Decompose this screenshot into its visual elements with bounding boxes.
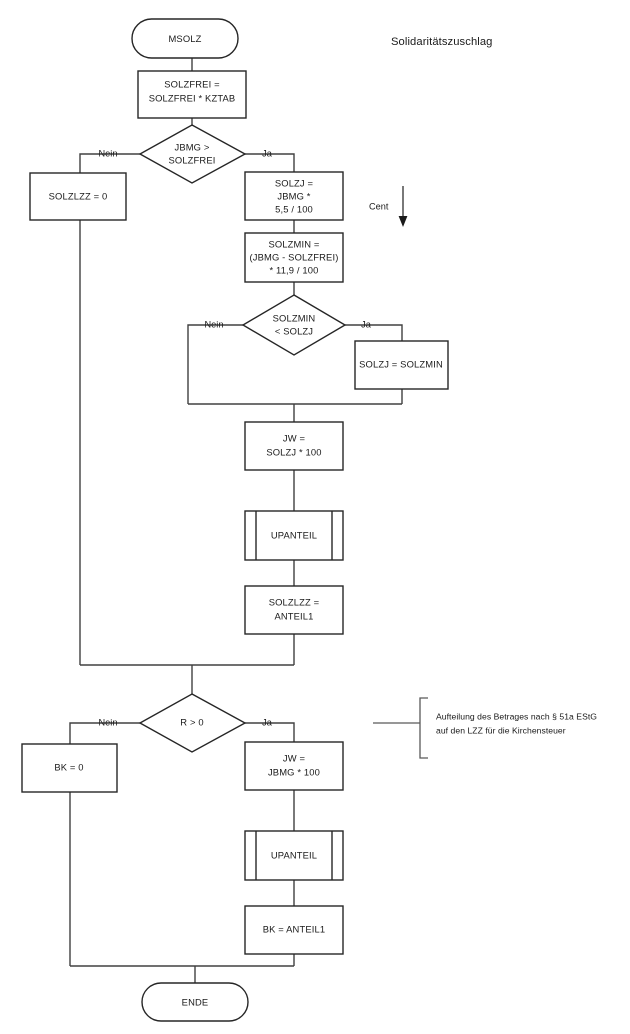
cent-arrow-head-icon xyxy=(398,216,408,227)
solzfrei-box-shape xyxy=(137,70,247,119)
edge-r-no xyxy=(69,722,140,744)
node-solzlzz-zero[interactable]: SOLZLZZ = 0 xyxy=(29,172,127,221)
node-end-ende[interactable]: ENDE xyxy=(141,982,249,1022)
edge-label-solzmin-yes: Ja xyxy=(361,319,372,329)
node-solzmin[interactable]: SOLZMIN = (JBMG - SOLZFREI) * 11,9 / 100 xyxy=(244,232,344,283)
upanteil-2-label: UPANTEIL xyxy=(271,849,317,860)
solzj-line-2: JBMG * xyxy=(277,190,310,201)
note-line-1: Aufteilung des Betrages nach § 51a EStG xyxy=(436,711,597,721)
upanteil-2-box-shape xyxy=(244,830,344,881)
decision-solzmin-line-1: SOLZMIN xyxy=(273,312,316,323)
edge-label-solzmin-no: Nein xyxy=(205,319,224,329)
edge-label-r-yes: Ja xyxy=(262,717,273,727)
node-solzlzz-anteil[interactable]: SOLZLZZ = ANTEIL1 xyxy=(244,585,344,635)
solzmin-box-shape xyxy=(244,232,344,283)
node-solzj-assign[interactable]: SOLZJ = SOLZMIN xyxy=(354,340,449,390)
bk-zero-box-shape xyxy=(21,743,118,793)
node-decision-solzmin[interactable]: SOLZMIN < SOLZJ Nein Ja xyxy=(205,294,372,356)
start-label: MSOLZ xyxy=(168,33,201,44)
node-start-msolz[interactable]: MSOLZ xyxy=(131,18,239,59)
jw-solzj-line-1: JW = xyxy=(283,432,306,443)
node-upanteil-2[interactable]: UPANTEIL xyxy=(244,830,344,881)
edge-jbmg-yes xyxy=(245,153,295,172)
node-jw-jbmg[interactable]: JW = JBMG * 100 xyxy=(244,741,344,791)
node-bk-anteil[interactable]: BK = ANTEIL1 xyxy=(244,905,344,955)
node-solzfrei-assign[interactable]: SOLZFREI = SOLZFREI * KZTAB xyxy=(137,70,247,119)
cent-annotation: Cent xyxy=(369,186,408,227)
decision-r-label: R > 0 xyxy=(180,716,203,727)
decision-jbmg-diamond-shape xyxy=(138,124,247,184)
edge-label-jbmg-no: Nein xyxy=(99,148,118,158)
upanteil-1-box-shape xyxy=(244,510,344,561)
solzj-line-1: SOLZJ = xyxy=(275,177,314,188)
note-bracket-icon xyxy=(419,697,428,759)
solzfrei-line-1: SOLZFREI = xyxy=(164,78,220,89)
solzlzz-anteil-line-1: SOLZLZZ = xyxy=(269,596,320,607)
solzlzz-zero-box-shape xyxy=(29,172,127,221)
bk-anteil-label: BK = ANTEIL1 xyxy=(263,923,326,934)
node-jw-solzj[interactable]: JW = SOLZJ * 100 xyxy=(244,421,344,471)
upanteil-1-label: UPANTEIL xyxy=(271,529,317,540)
jw-jbmg-line-2: JBMG * 100 xyxy=(268,766,320,777)
solzj-assign-box-shape xyxy=(354,340,449,390)
start-terminator-shape xyxy=(131,18,239,59)
decision-jbmg-line-1: JBMG > xyxy=(174,141,209,152)
bk-zero-label: BK = 0 xyxy=(54,761,83,772)
connector-layer xyxy=(69,58,403,983)
jw-solzj-box-shape xyxy=(244,421,344,471)
note-line-2: auf den LZZ für die Kirchensteuer xyxy=(436,725,566,735)
solzmin-line-2: (JBMG - SOLZFREI) xyxy=(249,251,338,262)
edge-r-yes xyxy=(245,722,295,742)
edge-jbmg-no xyxy=(79,153,140,173)
node-decision-r[interactable]: R > 0 Nein Ja xyxy=(99,693,273,753)
node-decision-jbmg[interactable]: JBMG > SOLZFREI Nein Ja xyxy=(99,124,273,184)
bk-anteil-box-shape xyxy=(244,905,344,955)
solzlzz-anteil-box-shape xyxy=(244,585,344,635)
edge-solzmin-no xyxy=(187,324,243,404)
node-solzj[interactable]: SOLZJ = JBMG * 5,5 / 100 xyxy=(244,171,344,221)
solzmin-line-1: SOLZMIN = xyxy=(268,238,319,249)
solzmin-line-3: * 11,9 / 100 xyxy=(269,264,318,275)
node-bk-zero[interactable]: BK = 0 xyxy=(21,743,118,793)
decision-solzmin-line-2: < SOLZJ xyxy=(275,325,313,336)
jw-jbmg-line-1: JW = xyxy=(283,752,306,763)
edge-label-jbmg-yes: Ja xyxy=(262,148,273,158)
note-callout: Aufteilung des Betrages nach § 51a EStG … xyxy=(373,697,597,759)
solzlzz-anteil-line-2: ANTEIL1 xyxy=(274,610,313,621)
decision-r-diamond-shape xyxy=(138,693,247,753)
diagram-title: Solidaritätszuschlag xyxy=(391,36,493,48)
jw-jbmg-box-shape xyxy=(244,741,344,791)
end-terminator-shape xyxy=(141,982,249,1022)
end-label: ENDE xyxy=(182,996,209,1007)
node-upanteil-1[interactable]: UPANTEIL xyxy=(244,510,344,561)
solzlzz-zero-label: SOLZLZZ = 0 xyxy=(49,190,108,201)
solzj-assign-label: SOLZJ = SOLZMIN xyxy=(359,358,443,369)
solzj-line-3: 5,5 / 100 xyxy=(275,203,313,214)
decision-solzmin-diamond-shape xyxy=(241,294,347,356)
edge-solzmin-yes xyxy=(345,324,403,341)
solzj-box-shape xyxy=(244,171,344,221)
jw-solzj-line-2: SOLZJ * 100 xyxy=(266,446,321,457)
decision-jbmg-line-2: SOLZFREI xyxy=(168,154,215,165)
cent-label: Cent xyxy=(369,201,389,211)
edge-label-r-no: Nein xyxy=(99,717,118,727)
solzfrei-line-2: SOLZFREI * KZTAB xyxy=(149,92,236,103)
